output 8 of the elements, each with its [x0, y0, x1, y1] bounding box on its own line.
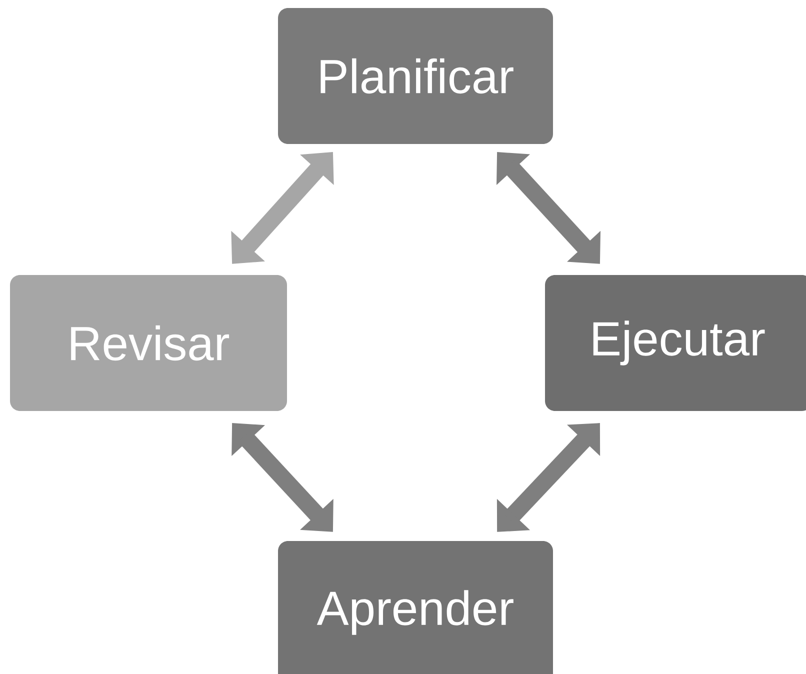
double-arrow	[496, 152, 600, 264]
process-box: Ejecutar	[545, 274, 806, 411]
double-arrow	[231, 152, 334, 264]
process-box: Aprender	[278, 540, 553, 674]
process-box: Revisar	[10, 274, 287, 411]
double-arrow	[232, 423, 334, 532]
double-arrow	[496, 423, 600, 532]
process-box: Planificar	[278, 8, 553, 144]
